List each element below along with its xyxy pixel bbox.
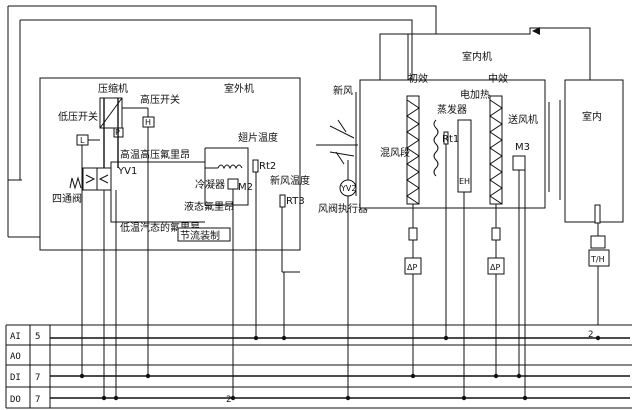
ai-marker: 2 [588, 330, 593, 340]
indoor-unit: 室内机 回风 初效 混风段 蒸发器 Rt1 电加热 EH 中效 送风 [355, 27, 591, 209]
junction-dot [595, 335, 601, 341]
junction-dot [443, 335, 449, 341]
liquid-freon-label: 液态氟里昂 [184, 200, 234, 213]
eh-label: EH [459, 177, 470, 186]
junction-dot [145, 373, 151, 379]
m2-label: M2 [238, 182, 253, 193]
fresh-air-label: 新风 [333, 84, 353, 97]
condenser-label: 冷凝器 [195, 178, 225, 191]
throttle-device: 节流装制 [177, 227, 231, 242]
junction-dot [113, 395, 119, 401]
refrigerant-piping [103, 98, 249, 223]
junction-dot [345, 395, 351, 401]
medium-filter [489, 95, 503, 205]
io-bus: AI 5 AO DI 7 DO 7 2 2 [5, 324, 632, 409]
yv1-label: YV1 [117, 166, 137, 177]
switch-l-label: L [80, 136, 85, 145]
outdoor-unit-label: 室外机 [224, 82, 254, 95]
room-label: 室内 [582, 110, 602, 123]
high-pressure-switch-label: 高压开关 [140, 93, 180, 106]
rt2-label: Rt2 [259, 161, 276, 172]
junction-dot [516, 373, 522, 379]
throttle-label: 节流装制 [180, 229, 220, 242]
mixed-air-label: 混风段 [380, 146, 410, 159]
junction-dot [230, 395, 236, 401]
evaporator-label: 蒸发器 [437, 103, 467, 116]
four-way-valve: YV1 四通阀 [52, 166, 137, 205]
room: 室内 T/H [559, 79, 624, 325]
dp-sensor-primary: ΔP [404, 204, 422, 376]
indoor-unit-label: 室内机 [462, 50, 492, 63]
junction-dot [79, 373, 85, 379]
damper-actuator-label: 风阀执行器 [318, 202, 368, 215]
dp1-label: ΔP [407, 263, 417, 272]
hot-hp-gas-label: 高温高压氟里昂 [120, 148, 190, 161]
m3-label: M3 [515, 142, 530, 153]
switch-h-label: H [145, 118, 151, 127]
medium-filter-label: 中效 [488, 72, 508, 85]
bus-row-ao-name: AO [10, 352, 21, 362]
do-marker: 2 [226, 395, 231, 405]
bus-row-ai-count: 5 [35, 332, 40, 342]
fresh-air-temp-label: 新风温度 [270, 174, 310, 187]
junction-dot [522, 395, 528, 401]
fresh-air-damper: 新风 YV2 风阀执行器 [316, 84, 368, 215]
yv2-label: YV2 [340, 184, 356, 193]
evaporator: 蒸发器 Rt1 [433, 103, 467, 177]
bus-row-do-count: 7 [35, 395, 40, 405]
four-way-valve-label: 四通阀 [52, 192, 82, 205]
electric-heater-label: 电加热 [460, 88, 490, 101]
primary-filter-label: 初效 [408, 72, 428, 85]
condenser-coil: 冷凝器 [195, 164, 243, 191]
dp-sensor-medium: ΔP [487, 204, 505, 376]
junction-dot [281, 335, 287, 341]
junction-dot [493, 373, 499, 379]
sensor-rt2: Rt2 [252, 159, 276, 173]
junction-dot [410, 373, 416, 379]
junction-dot [253, 335, 259, 341]
fin-temp-label: 翅片温度 [238, 131, 278, 144]
th-label: T/H [590, 255, 605, 264]
bus-row-ai-name: AI [10, 332, 21, 342]
dp2-label: ΔP [490, 263, 500, 272]
rt3-label: RT3 [286, 196, 305, 207]
compressor-label: 压缩机 [98, 82, 128, 95]
junction-dot [101, 395, 107, 401]
low-pressure-switch-label: 低压开关 [58, 110, 98, 123]
rt1-label: Rt1 [442, 134, 459, 145]
junction-dot [461, 395, 467, 401]
bus-row-do-name: DO [10, 395, 21, 405]
supply-fan-label: 送风机 [508, 113, 538, 126]
bus-row-di-name: DI [10, 373, 21, 383]
bus-row-di-count: 7 [35, 373, 40, 383]
high-pressure-switch: 高压开关 H [122, 93, 180, 128]
sensor-rt3: 新风温度 RT3 [270, 174, 310, 273]
